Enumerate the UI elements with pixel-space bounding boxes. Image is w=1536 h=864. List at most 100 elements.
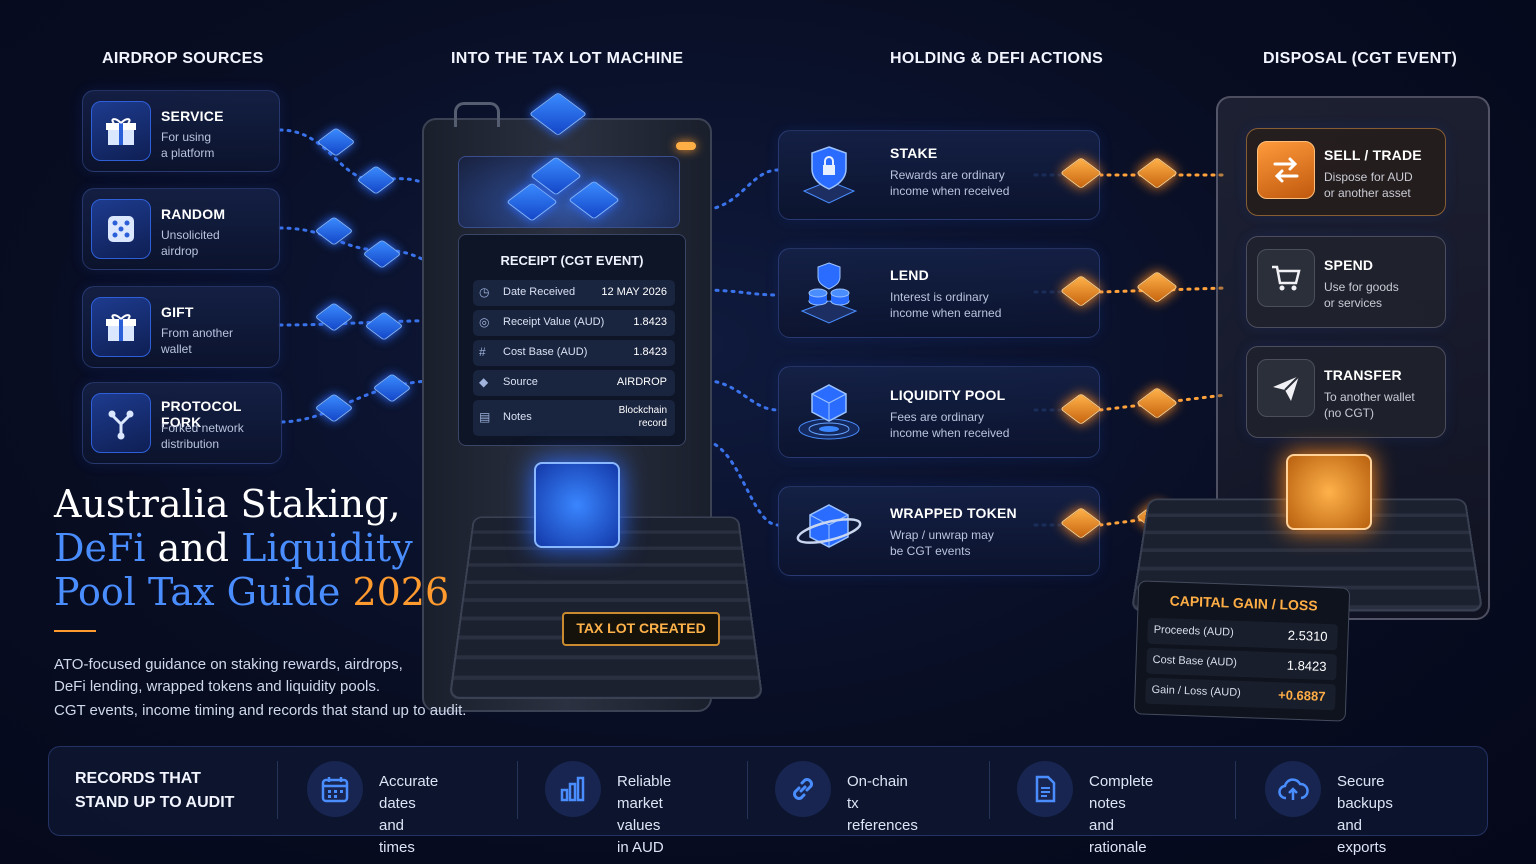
disposal-card-spend[interactable]: SPEND Use for goods or services bbox=[1246, 236, 1446, 328]
shield-lock-icon bbox=[785, 137, 873, 215]
capital-gain-row: Gain / Loss (AUD) +0.6887 bbox=[1145, 677, 1336, 711]
capital-gain-title: CAPITAL GAIN / LOSS bbox=[1169, 592, 1318, 614]
receipt-row: ◆ Source AIRDROP bbox=[473, 370, 675, 396]
fork-icon bbox=[91, 393, 151, 453]
divider bbox=[747, 761, 748, 819]
source-card-random[interactable]: RANDOM Unsolicited airdrop bbox=[82, 188, 280, 270]
swap-icon bbox=[1257, 141, 1315, 199]
flow-line-wrapped bbox=[698, 438, 780, 527]
dice-icon bbox=[91, 199, 151, 259]
hero-pool: Pool Tax Guide bbox=[54, 570, 353, 614]
receipt-value: 1.8423 bbox=[633, 316, 667, 328]
disposal-subtitle: To another wallet (no CGT) bbox=[1324, 390, 1415, 420]
action-card-liquidity-pool[interactable]: LIQUIDITY POOL Fees are ordinary income … bbox=[778, 366, 1100, 458]
footer-title: RECORDS THAT STAND UP TO AUDIT bbox=[75, 770, 235, 811]
hopper-window bbox=[458, 156, 680, 228]
divider bbox=[1235, 761, 1236, 819]
calendar-icon bbox=[307, 761, 363, 817]
source-card-service[interactable]: SERVICE For using a platform bbox=[82, 90, 280, 172]
hero-line-1: Australia Staking, bbox=[54, 482, 401, 526]
capital-gain-value: +0.6887 bbox=[1277, 687, 1326, 704]
action-subtitle: Fees are ordinary income when received bbox=[890, 410, 1010, 440]
hero-description: ATO-focused guidance on staking rewards,… bbox=[54, 656, 403, 695]
coin-stack-icon bbox=[785, 255, 873, 333]
disposal-card-sell-trade[interactable]: SELL / TRADE Dispose for AUD or another … bbox=[1246, 128, 1446, 216]
action-card-lend[interactable]: LEND Interest is ordinary income when ea… bbox=[778, 248, 1100, 338]
document-icon: ▤ bbox=[479, 410, 491, 424]
disposal-title: SELL / TRADE bbox=[1324, 147, 1422, 163]
disposal-title: TRANSFER bbox=[1324, 367, 1402, 383]
document-icon bbox=[1017, 761, 1073, 817]
hero-title: Australia Staking, DeFi and Liquidity Po… bbox=[54, 482, 449, 614]
disposal-title: SPEND bbox=[1324, 257, 1374, 273]
divider bbox=[989, 761, 990, 819]
action-card-stake[interactable]: STAKE Rewards are ordinary income when r… bbox=[778, 130, 1100, 220]
capital-gain-label: Cost Base (AUD) bbox=[1152, 653, 1238, 669]
action-title: STAKE bbox=[890, 145, 938, 161]
pool-icon bbox=[785, 373, 873, 451]
source-title: SERVICE bbox=[161, 108, 224, 124]
source-card-protocol-fork[interactable]: PROTOCOL FORK Forked network distributio… bbox=[82, 382, 282, 464]
capital-gain-panel: CAPITAL GAIN / LOSS Proceeds (AUD) 2.531… bbox=[1133, 580, 1351, 722]
receipt-value: 1.8423 bbox=[633, 346, 667, 358]
divider bbox=[277, 761, 278, 819]
accent-rule bbox=[54, 630, 96, 632]
hero-liquidity: Liquidity bbox=[241, 526, 413, 570]
action-subtitle: Wrap / unwrap may be CGT events bbox=[890, 528, 994, 558]
receipt-row: ◷ Date Received 12 MAY 2026 bbox=[473, 280, 675, 306]
source-title: RANDOM bbox=[161, 206, 226, 222]
action-subtitle: Rewards are ordinary income when receive… bbox=[890, 168, 1010, 198]
cart-icon bbox=[1257, 249, 1315, 307]
airdrop-sources-header: AIRDROP SOURCES bbox=[102, 50, 264, 67]
receipt-label: Source bbox=[503, 376, 538, 388]
footer-item-text: Secure backups and exports bbox=[1337, 773, 1393, 856]
hero-line-2: DeFi and Liquidity bbox=[54, 526, 449, 570]
source-subtitle: For using a platform bbox=[161, 130, 215, 160]
source-subtitle: Unsolicited airdrop bbox=[161, 228, 220, 258]
gift-icon bbox=[91, 101, 151, 161]
receipt-row: # Cost Base (AUD) 1.8423 bbox=[473, 340, 675, 366]
source-subtitle: From another wallet bbox=[161, 326, 234, 356]
tax-lot-created-label: TAX LOT CREATED bbox=[562, 612, 720, 646]
source-title: GIFT bbox=[161, 304, 194, 320]
disposal-card-transfer[interactable]: TRANSFER To another wallet (no CGT) bbox=[1246, 346, 1446, 438]
capital-gain-row: Cost Base (AUD) 1.8423 bbox=[1146, 647, 1337, 681]
cloud-upload-icon bbox=[1265, 761, 1321, 817]
capital-gain-row: Proceeds (AUD) 2.5310 bbox=[1147, 617, 1338, 651]
disposal-header: DISPOSAL (CGT EVENT) bbox=[1263, 50, 1458, 67]
receipt-row: ▤ Notes Blockchain record bbox=[473, 400, 675, 436]
disposed-lot-cube bbox=[1286, 454, 1372, 530]
source-card-gift[interactable]: GIFT From another wallet bbox=[82, 286, 280, 368]
hero-line-3: Pool Tax Guide 2026 bbox=[54, 570, 449, 614]
receipt-value: AIRDROP bbox=[616, 376, 667, 388]
coin-icon: ◎ bbox=[479, 315, 490, 329]
capital-gain-label: Proceeds (AUD) bbox=[1153, 623, 1234, 639]
disposal-subtitle: Dispose for AUD or another asset bbox=[1324, 170, 1413, 200]
capital-gain-label: Gain / Loss (AUD) bbox=[1151, 683, 1241, 699]
tag-icon: ◆ bbox=[479, 375, 489, 389]
receipt-label: Notes bbox=[503, 411, 532, 423]
bar-chart-icon bbox=[545, 761, 601, 817]
action-title: LEND bbox=[890, 267, 929, 283]
disposal-subtitle: Use for goods or services bbox=[1324, 280, 1399, 310]
receipt-title: RECEIPT (CGT EVENT) bbox=[500, 253, 644, 268]
action-title: WRAPPED TOKEN bbox=[890, 505, 1017, 521]
source-title: PROTOCOL FORK bbox=[161, 398, 242, 430]
receipt-label: Cost Base (AUD) bbox=[503, 346, 588, 358]
indicator-light bbox=[676, 142, 696, 150]
divider bbox=[517, 761, 518, 819]
new-tax-lot-cube bbox=[534, 462, 620, 548]
clock-icon: ◷ bbox=[479, 285, 490, 299]
gift-icon bbox=[91, 297, 151, 357]
machine-handle bbox=[454, 102, 500, 127]
receipt-panel: RECEIPT (CGT EVENT) ◷ Date Received 12 M… bbox=[458, 234, 686, 446]
footer-item-text: Complete notes and rationale bbox=[1089, 773, 1154, 856]
holding-defi-header: HOLDING & DEFI ACTIONS bbox=[890, 50, 1104, 67]
capital-gain-value: 1.8423 bbox=[1286, 657, 1327, 674]
action-card-wrapped-token[interactable]: WRAPPED TOKEN Wrap / unwrap may be CGT e… bbox=[778, 486, 1100, 576]
capital-gain-value: 2.5310 bbox=[1287, 627, 1328, 644]
action-subtitle: Interest is ordinary income when earned bbox=[890, 290, 1002, 320]
receipt-label: Date Received bbox=[503, 286, 576, 298]
hero-year: 2026 bbox=[352, 570, 450, 614]
hero-and: and bbox=[145, 526, 242, 570]
